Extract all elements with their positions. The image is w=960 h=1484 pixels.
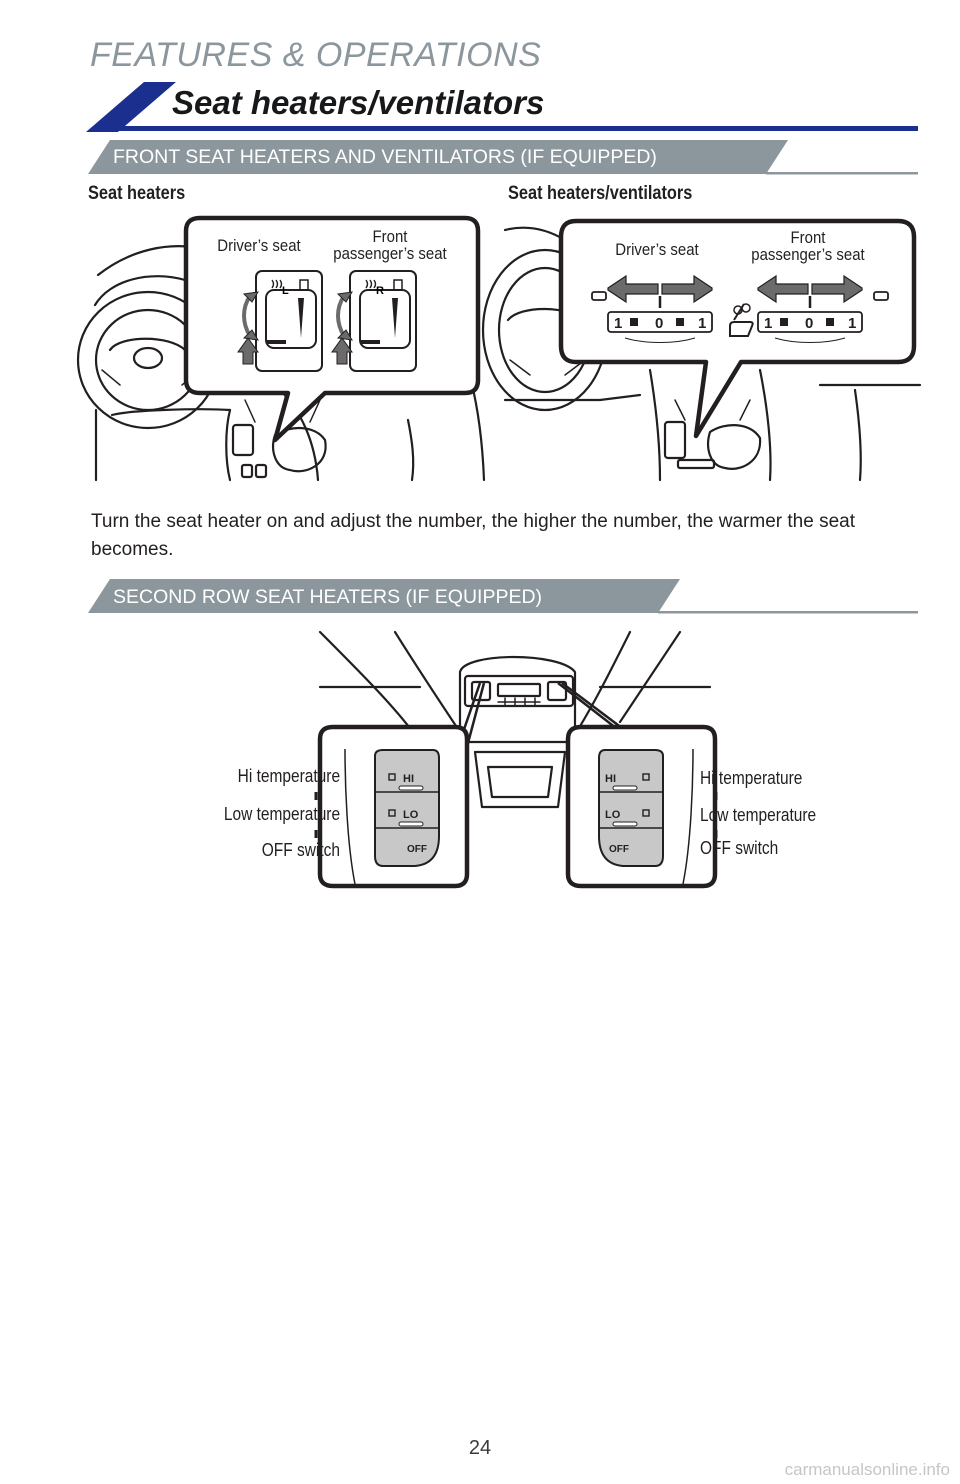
driver-climate-dial[interactable]: 1 0 1 [590,272,740,343]
passenger-seat-label-right-line2: passenger’s seat [751,245,865,264]
driver-seat-label-left: Driver’s seat [217,236,301,255]
rear-left-hi-text: HI [403,773,414,785]
passenger-climate-dial[interactable]: 1 0 1 [740,272,890,343]
driver-seat-label-right: Driver’s seat [615,240,699,259]
dial-left-vent-level: 1 [698,315,706,332]
second-row-subhead-bar [88,579,918,614]
rear-left-switch-callout: HI LO OFF [317,724,470,889]
page-title: Seat heaters/ventilators [172,84,545,121]
rear-right-hi-text: HI [605,773,616,785]
title-underline [116,126,918,131]
front-subhead-bar [88,140,918,175]
title-bar [86,82,918,132]
seat-heaters-ventilators-label: Seat heaters/ventilators [508,183,693,204]
rear-right-hi-label: Hi temperature [700,768,803,788]
dial-right-vent-level: 1 [848,315,856,332]
second-row-heading: SECOND ROW SEAT HEATERS (IF EQUIPPED) [113,586,543,608]
rear-left-lo-text: LO [403,809,419,821]
heat-icon-r: R [376,285,384,297]
passenger-seat-label-right-line1: Front [790,228,826,247]
page-number: 24 [468,1437,492,1459]
front-section-body: Turn the seat heater on and adjust the n… [91,511,855,560]
dial-left-heat-level: 1 [614,315,622,332]
watermark: carmanualsonline.info [784,1460,950,1479]
rear-right-switch-callout: HI LO OFF [565,724,718,889]
front-section-heading: FRONT SEAT HEATERS AND VENTILATORS (IF E… [113,146,657,168]
rear-left-hi-label: Hi temperature [237,766,340,786]
rear-right-off-text: OFF [609,844,629,855]
seat-ventilation-icon [729,303,754,337]
heat-icon-l: L [282,285,289,297]
passenger-seat-label-left-line2: passenger’s seat [333,244,447,263]
rear-left-lo-label: Low temperature [223,804,340,824]
passenger-heater-switch[interactable]: R [330,268,420,378]
title-accent-slant [86,82,176,132]
rear-right-lo-label: Low temperature [700,805,817,825]
rear-right-off-label: OFF switch [700,838,779,858]
dial-left-off: 0 [655,315,663,332]
section-kicker: FEATURES & OPERATIONS [90,36,542,74]
driver-heater-switch[interactable]: L [236,268,326,378]
callout-bubble-heaters-ventilators [558,218,917,439]
passenger-seat-label-left-line1: Front [372,227,408,246]
rear-left-off-label: OFF switch [261,840,340,860]
rear-right-lo-text: LO [605,809,621,821]
rear-left-off-text: OFF [407,844,427,855]
dial-right-off: 0 [805,315,813,332]
dial-right-heat-level: 1 [764,315,772,332]
seat-heaters-label: Seat heaters [88,183,186,204]
rear-label-ticks [314,792,718,838]
